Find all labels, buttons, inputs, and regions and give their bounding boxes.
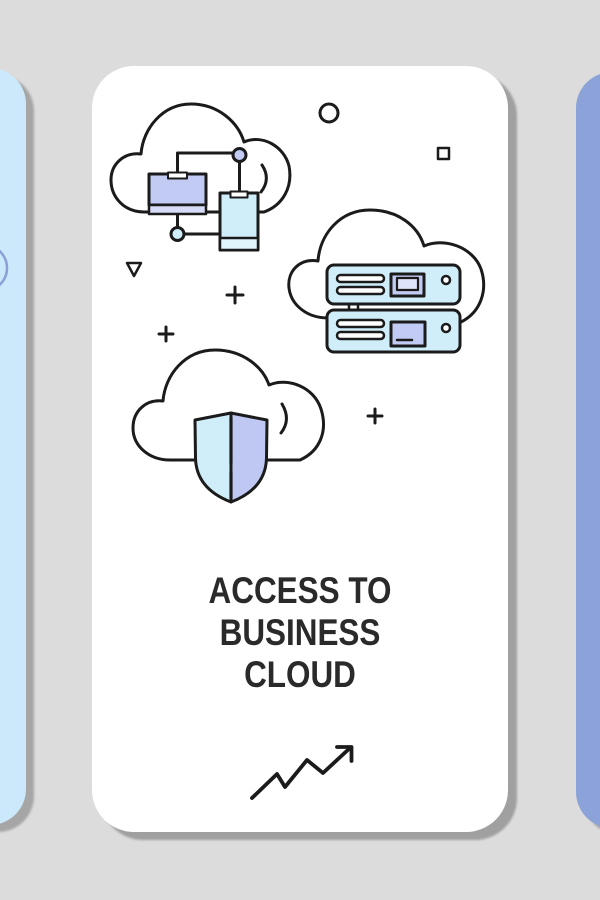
node-dot (231, 147, 248, 163)
triangle-outline-icon (125, 261, 143, 278)
plus-icon (157, 325, 175, 343)
cloud-devices-icon (109, 102, 292, 252)
card-title: ACCESS TO BUSINESS CLOUD (123, 570, 477, 696)
desktop-monitor-icon (147, 171, 208, 216)
decorations (125, 102, 451, 425)
card-title-line: ACCESS TO (208, 570, 392, 611)
node-dot (169, 226, 186, 242)
shield-icon (193, 411, 269, 504)
plus-icon (366, 407, 384, 425)
cloud-accent (279, 402, 288, 435)
smartphone-icon (218, 190, 260, 252)
previous-card (0, 68, 26, 825)
growth-arrow-icon (250, 745, 354, 800)
main-card: ACCESS TO BUSINESS CLOUD (92, 66, 508, 832)
cloud-outline (131, 348, 325, 462)
connector-line (176, 151, 235, 176)
next-card (576, 72, 600, 828)
server-rack-icon (325, 308, 462, 354)
cloud-accent (259, 163, 268, 194)
plus-icon (225, 285, 245, 305)
card-title-line: BUSINESS (219, 612, 381, 653)
cloud-servers-icon (287, 208, 486, 354)
square-outline-icon (436, 146, 451, 161)
circle-outline-icon (0, 249, 9, 287)
cloud-outline (287, 208, 486, 324)
card-illustrations (109, 102, 486, 800)
server-rack-icon (325, 263, 462, 306)
cloud-shield-icon (131, 348, 325, 504)
cloud-outline (109, 102, 292, 214)
card-title-line: CLOUD (244, 654, 356, 695)
previous-card-decoration (0, 249, 9, 287)
circle-outline-icon (318, 102, 340, 124)
